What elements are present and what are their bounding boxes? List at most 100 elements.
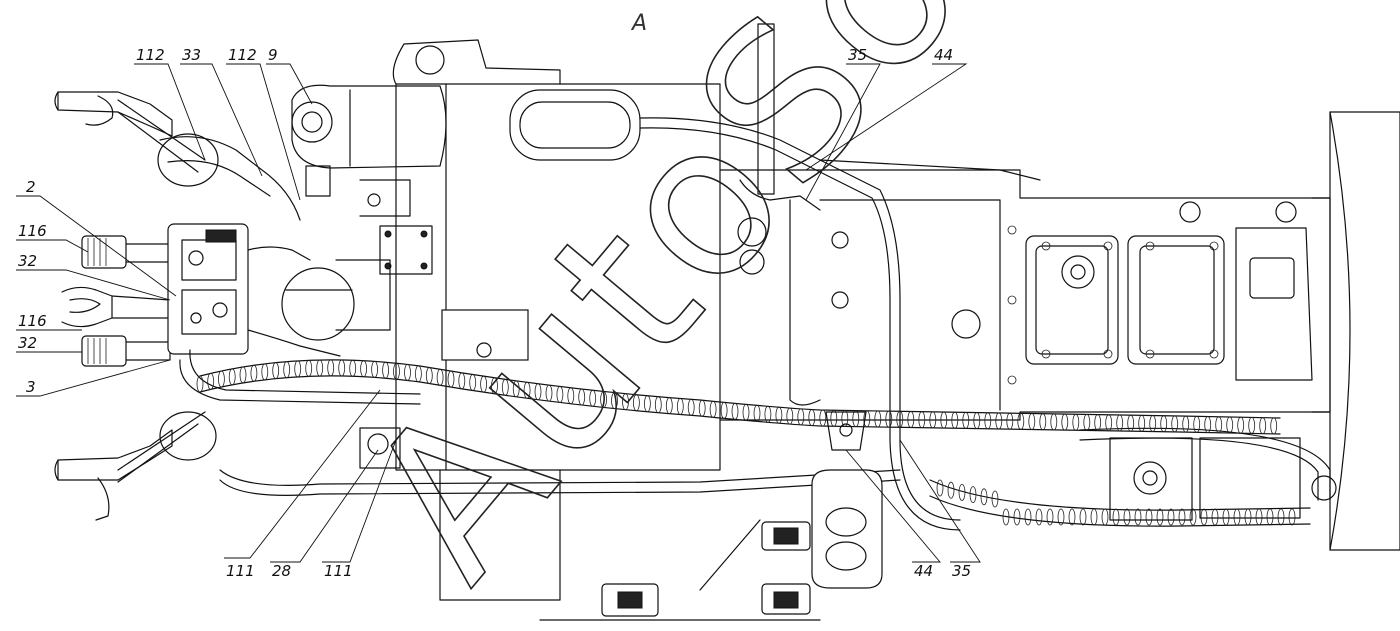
hose-coil [316, 359, 324, 377]
hose-coil [742, 403, 750, 421]
hose-coil [1006, 412, 1014, 430]
hose-coil [228, 368, 236, 386]
hose-coil [360, 360, 368, 378]
callout-35: 35 [848, 46, 867, 64]
hose-coil [1156, 508, 1164, 526]
hose-coil [1189, 508, 1197, 526]
hose-coil [984, 412, 992, 430]
callout-leaders [16, 63, 981, 563]
hose-coil [622, 393, 629, 411]
hose-coil [698, 399, 706, 417]
hose-coil [1024, 508, 1032, 526]
callout-116: 116 [18, 222, 47, 240]
hose-coil [425, 367, 433, 385]
upper-link-arm [54, 91, 206, 173]
hose-coil [709, 400, 717, 418]
hose-coil [469, 374, 477, 391]
hose-coil [874, 410, 882, 428]
hose-coil [250, 364, 258, 382]
hose-coil [973, 412, 981, 430]
callout-111: 111 [226, 562, 255, 580]
hose-coil [1050, 413, 1058, 431]
hose-coil [1226, 416, 1234, 434]
hose-coil [327, 359, 335, 377]
hose-coil [940, 411, 948, 429]
hose-coil [1101, 508, 1109, 526]
hose-coil [1204, 416, 1212, 434]
hose-coil [1266, 508, 1274, 526]
hose-coil [480, 375, 488, 393]
bottom-brackets [359, 411, 1301, 621]
hose-coil [371, 360, 379, 378]
hose-coil [720, 401, 728, 419]
hose-coil [1138, 414, 1146, 432]
hose-coil [207, 372, 215, 390]
hose-coil [545, 384, 553, 402]
hose-coil [567, 387, 575, 405]
hose-coil [1222, 508, 1230, 526]
lower-link-arm [54, 411, 206, 521]
hose-coil [1255, 508, 1263, 526]
hose-coil [1013, 508, 1021, 526]
hose-coil [1193, 415, 1201, 433]
hose-coil [491, 377, 498, 395]
hose-coil [1039, 413, 1047, 431]
pump-unit [157, 84, 447, 461]
middle-hitch [61, 286, 171, 328]
hose-coil [578, 388, 586, 406]
hose-coil [885, 410, 893, 428]
hose-coil [239, 366, 247, 384]
hose-coil [1277, 508, 1285, 526]
hose-coil [512, 380, 520, 398]
hose-coil [458, 372, 466, 390]
hose-coil [1090, 508, 1098, 526]
hose-coil [1072, 413, 1080, 431]
hose-coil [1028, 413, 1036, 430]
hose-coil [676, 398, 684, 415]
hose-coil [753, 404, 761, 422]
hose-coil [382, 361, 390, 379]
hose-coil [1079, 508, 1087, 526]
hose-coil [1134, 508, 1142, 526]
callout-32: 32 [18, 252, 37, 270]
hose-coil [404, 363, 411, 381]
callout-32: 32 [18, 334, 37, 352]
hose-coil [951, 411, 959, 429]
callout-116: 116 [18, 312, 47, 330]
hydraulic-pipes [179, 117, 1337, 531]
hose-coil [1178, 508, 1186, 526]
hose-coil [1237, 416, 1245, 434]
hose-coil [1083, 413, 1091, 431]
hose-coil [1046, 508, 1054, 526]
hose-coil [1068, 508, 1076, 526]
hose-coil [1215, 416, 1223, 434]
hose-coil [436, 368, 444, 386]
hose-coil [1244, 508, 1252, 526]
hose-coil [1035, 508, 1043, 526]
hose-coil [611, 392, 618, 410]
hose-coil [947, 481, 955, 499]
callout-44: 44 [934, 46, 953, 64]
hose-coil [523, 381, 531, 399]
hose-coil [1061, 413, 1069, 431]
hose-coil [775, 406, 783, 424]
hose-coil [501, 378, 509, 396]
callout-44: 44 [914, 562, 933, 580]
hose-coil [852, 410, 860, 428]
hose-coil [841, 409, 849, 427]
hose-coil [797, 408, 805, 426]
hose-coil [907, 411, 915, 428]
vertical-pipe [757, 23, 775, 195]
hose-coil [1149, 415, 1157, 432]
callout-112: 112 [228, 46, 257, 64]
hose-coil [665, 397, 673, 415]
callout-112: 112 [136, 46, 165, 64]
valve-block [167, 223, 341, 357]
hose-coil [196, 375, 204, 393]
hose-coil [1112, 508, 1120, 526]
hose-coil [272, 362, 280, 380]
hose-coil [1288, 508, 1296, 526]
callout-9: 9 [268, 46, 278, 64]
